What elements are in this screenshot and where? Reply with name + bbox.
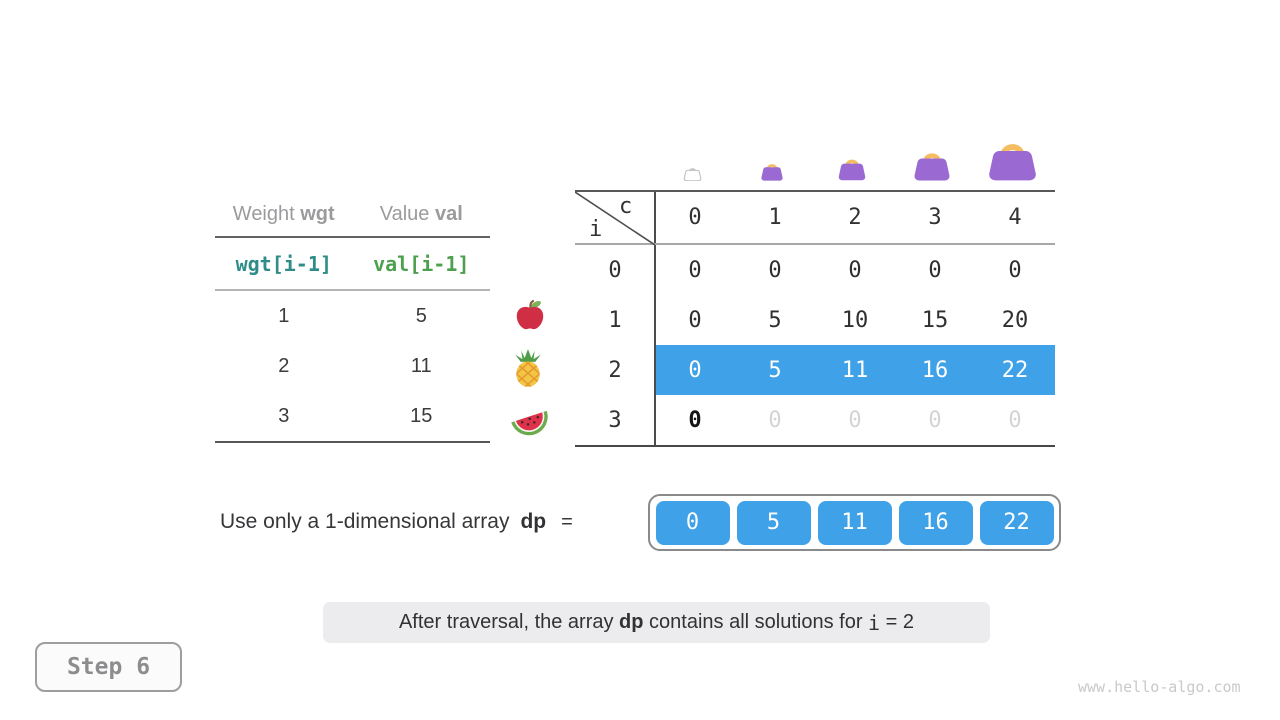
dp-cell-3-0: 0 bbox=[688, 407, 702, 433]
dp-array-equation-label: Use only a 1-dimensional array dp = bbox=[220, 505, 573, 539]
value-column-header: Value val bbox=[379, 202, 463, 225]
dp-table-header-row: c i 0 1 2 3 4 bbox=[575, 192, 1055, 245]
dp-array-cell-2: 11 bbox=[817, 500, 892, 545]
val-expression: val[i-1] bbox=[373, 251, 470, 276]
items-table-code-row: wgt[i-1] val[i-1] bbox=[215, 238, 490, 291]
caption-i-token: i bbox=[868, 610, 881, 635]
dp-cell-0-1: 0 bbox=[768, 257, 782, 283]
dp-table-corner-cell: c i bbox=[575, 192, 655, 245]
item-1-weight: 1 bbox=[278, 304, 290, 327]
dp-cell-2-0: 0 bbox=[688, 357, 702, 383]
dp-row-0: 0 0 0 0 0 0 bbox=[575, 245, 1055, 295]
dp-cell-3-1: 0 bbox=[768, 407, 782, 433]
equation-text: Use only a 1-dimensional array bbox=[220, 510, 510, 533]
row-label-3: 3 bbox=[608, 407, 622, 433]
dp-row-2-highlighted: 2 0 5 11 16 22 bbox=[575, 345, 1055, 395]
items-table-header: Weight wgt Value val bbox=[215, 192, 490, 238]
dp-cell-2-1: 5 bbox=[768, 357, 782, 383]
dp-code-token: dp bbox=[520, 510, 547, 533]
caption-banner: After traversal, the array dp contains a… bbox=[323, 602, 990, 643]
dp-table-vertical-divider bbox=[654, 192, 656, 445]
bag-icon-capacity-3 bbox=[912, 145, 952, 181]
dp-cell-0-4: 0 bbox=[1008, 257, 1022, 283]
dp-cell-1-0: 0 bbox=[688, 307, 702, 333]
dp-cell-1-4: 20 bbox=[1001, 307, 1029, 333]
row-label-2: 2 bbox=[608, 357, 622, 383]
item-2-weight: 2 bbox=[278, 354, 290, 377]
dp-table: c i 0 1 2 3 4 0 0 0 0 0 0 1 0 5 10 bbox=[575, 190, 1055, 447]
caption-pre: After traversal, the array bbox=[398, 611, 620, 633]
dp-array-cell-1: 5 bbox=[736, 500, 811, 545]
pineapple-icon bbox=[508, 348, 548, 388]
col-header-2: 2 bbox=[848, 205, 862, 230]
bag-icon-capacity-2 bbox=[837, 153, 867, 181]
column-variable-c: c bbox=[619, 194, 633, 219]
dp-cell-3-3: 0 bbox=[928, 407, 942, 433]
highlighted-row-band: 0 5 11 16 22 bbox=[655, 345, 1055, 395]
dp-cell-2-2: 11 bbox=[841, 357, 869, 383]
website-watermark: www.hello-algo.com bbox=[1078, 678, 1241, 696]
col-header-1: 1 bbox=[768, 205, 782, 230]
weight-column-header: Weight wgt bbox=[232, 202, 335, 225]
dp-cell-0-3: 0 bbox=[928, 257, 942, 283]
row-label-0: 0 bbox=[608, 257, 622, 283]
corner-diagonal-line bbox=[575, 192, 655, 245]
dp-array-container: 0 5 11 16 22 bbox=[648, 494, 1061, 551]
bag-icon-capacity-4 bbox=[986, 133, 1039, 181]
dp-row-3: 3 0 0 0 0 0 bbox=[575, 395, 1055, 445]
item-1-value: 5 bbox=[415, 304, 427, 327]
item-row-3: 3 15 bbox=[215, 391, 490, 441]
bag-icon-capacity-1 bbox=[760, 159, 784, 181]
equals-sign: = bbox=[561, 510, 573, 533]
dp-cell-3-2: 0 bbox=[848, 407, 862, 433]
apple-icon bbox=[513, 298, 547, 332]
item-3-weight: 3 bbox=[278, 404, 290, 427]
watermelon-icon bbox=[507, 402, 551, 440]
caption-tail: = 2 bbox=[880, 611, 915, 633]
dp-cell-2-4: 22 bbox=[1001, 357, 1029, 383]
step-badge: Step 6 bbox=[35, 642, 182, 692]
dp-cell-3-4: 0 bbox=[1008, 407, 1022, 433]
dp-row-1: 1 0 5 10 15 20 bbox=[575, 295, 1055, 345]
dp-array-cell-3: 16 bbox=[898, 500, 973, 545]
dp-array-cell-4: 22 bbox=[979, 500, 1054, 545]
row-variable-i: i bbox=[589, 217, 603, 242]
col-header-4: 4 bbox=[1008, 205, 1022, 230]
bag-icon-capacity-0 bbox=[683, 164, 702, 181]
dp-cell-1-2: 10 bbox=[841, 307, 869, 333]
dp-cell-1-1: 5 bbox=[768, 307, 782, 333]
col-header-3: 3 bbox=[928, 205, 942, 230]
item-row-2: 2 11 bbox=[215, 341, 490, 391]
item-row-1: 1 5 bbox=[215, 291, 490, 341]
dp-cell-0-2: 0 bbox=[848, 257, 862, 283]
dp-array-cell-0: 0 bbox=[655, 500, 730, 545]
item-2-value: 11 bbox=[410, 354, 432, 377]
dp-cell-1-3: 15 bbox=[921, 307, 949, 333]
wgt-expression: wgt[i-1] bbox=[235, 251, 332, 276]
dp-cell-0-0: 0 bbox=[688, 257, 702, 283]
dp-cell-2-3: 16 bbox=[921, 357, 949, 383]
items-table: Weight wgt Value val wgt[i-1] val[i-1] 1… bbox=[215, 192, 490, 443]
item-3-value: 15 bbox=[410, 404, 433, 427]
col-header-0: 0 bbox=[688, 205, 702, 230]
caption-dp-token: dp bbox=[619, 611, 644, 633]
caption-mid: contains all solutions for bbox=[643, 611, 869, 633]
row-label-1: 1 bbox=[608, 307, 622, 333]
